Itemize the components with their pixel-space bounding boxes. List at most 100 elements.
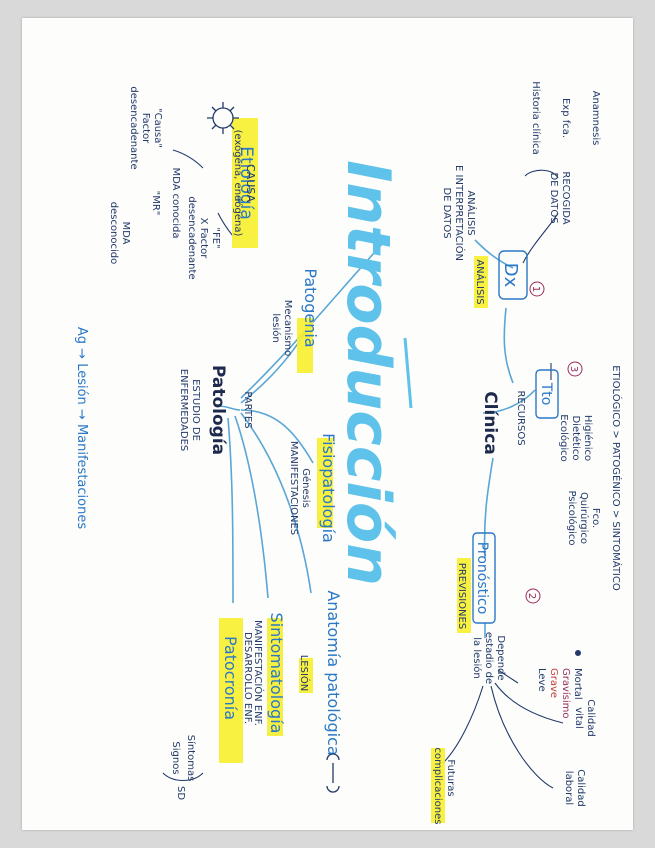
fe-right-1: "FE"	[210, 227, 221, 248]
highlights	[219, 118, 488, 823]
connector-depende-mortal	[497, 669, 519, 684]
connector-dx-recogida	[522, 212, 559, 264]
connector-partes-anatomia	[240, 412, 312, 594]
connector-causa-fe	[217, 212, 234, 237]
futuras-2: complicaciones	[432, 748, 443, 825]
tto-left-2: Dietético	[570, 415, 582, 460]
mda-4: desconocido	[108, 202, 119, 265]
depende-2: estadio de	[483, 632, 494, 684]
tto-sub: RECURSOS	[515, 390, 526, 445]
estadio-grave: Grave	[548, 668, 559, 698]
depende-1: Depende	[495, 635, 506, 680]
calidad-laboral-1: Calidad	[575, 769, 586, 807]
connector-depende-calidad2	[490, 685, 554, 789]
connector-partes-fisiopatologia	[240, 409, 314, 464]
analisis-1: ANÁLISIS	[465, 190, 478, 235]
estadio-leve: Leve	[536, 668, 547, 692]
dx-box	[498, 250, 528, 300]
tto-right-2: Quirúrgico	[578, 492, 590, 544]
etiologia-title: Etiología	[236, 146, 256, 220]
bone-icon	[326, 753, 340, 793]
mda-1: MDA conocida	[170, 168, 181, 239]
connector-recogida-bracket	[524, 169, 559, 179]
recogida-item-3: Historia clínica	[530, 81, 542, 155]
analisis-3: DE DATOS	[441, 187, 452, 238]
badge-tto-circle	[567, 361, 583, 377]
mda-3: MDA	[120, 222, 131, 245]
causa-line2: (exógena, endógena)	[232, 130, 244, 237]
badge-dx-circle	[529, 281, 545, 297]
patogenia-sub2: lesión	[270, 313, 282, 342]
connector-patologia-partes	[217, 405, 241, 411]
connector-partes-patocronia	[227, 417, 234, 604]
patologia-definition-2: ENFERMEDADES	[178, 369, 189, 452]
depende-3: la lesión	[471, 637, 483, 678]
number-badges	[525, 281, 583, 604]
connector-depende-futuras	[442, 685, 484, 764]
recogida-1: RECOGIDA	[560, 171, 571, 224]
highlight-analisis	[474, 256, 488, 308]
patologia-node: Patología	[208, 365, 228, 455]
patogenia-title: Patogenia	[301, 268, 320, 347]
patocronia-title: Patocronía	[221, 636, 240, 720]
connector-causa-left	[172, 149, 204, 169]
fe-right-3: desencadenante	[186, 196, 197, 279]
tto-right-1: Fco.	[590, 508, 601, 528]
connector-dx-analisis	[474, 239, 514, 269]
dx-title: Dx	[500, 263, 521, 288]
tto-left-1: Higiénico	[582, 415, 594, 461]
calidad-vital-2: vital	[573, 707, 584, 729]
patogenia-sub1: Mecanismo	[282, 300, 293, 357]
recogida-item-2: Exp fca.	[560, 98, 571, 138]
patocronia-sub: DESARROLLO ENF.	[242, 632, 253, 724]
causa-left-3: desencadenante	[128, 86, 139, 169]
page-title: Introducción	[333, 160, 403, 586]
causa-line1: CAUSA	[244, 164, 257, 202]
highlight-futuras	[431, 748, 445, 823]
clinica-node: Clínica	[480, 391, 500, 455]
estadio-gravisimo: Gravísimo	[560, 668, 572, 719]
highlight-patogenia	[297, 318, 313, 373]
dx-sub: ANÁLISIS	[474, 259, 487, 304]
connector-clinica-pronostico	[483, 457, 494, 559]
analisis-2: E INTERPRETACIÓN	[453, 165, 466, 261]
highlight-causa	[232, 118, 258, 248]
dx-num: 1	[530, 286, 541, 292]
recogida-item-1: Anamnesis	[590, 91, 601, 146]
title-underline	[403, 337, 413, 409]
calidad-vital-1: Calidad	[585, 699, 596, 737]
mda-2: "MR"	[150, 191, 161, 216]
fisio-sub2: MANIFESTACIONES	[288, 441, 299, 535]
patologia-definition-1: ESTUDIO DE	[190, 379, 201, 441]
highlight-patocronia	[219, 618, 243, 763]
tto-left-3: Ecológico	[558, 414, 570, 462]
partes-label: PARTES	[242, 391, 253, 428]
connector-clinica-tto	[482, 389, 536, 414]
tto-title: Tto	[538, 382, 554, 406]
mind-map: Introducción Patología Clínica ESTUDIO D…	[74, 81, 623, 825]
tto-order: ETIOLÓGICO > PATOGÉNICO > SINTOMÁTICO	[610, 365, 623, 591]
fisiopatologia-title: Fisiopatología	[319, 433, 338, 543]
pronostico-sub: PREVISIONES	[456, 563, 467, 629]
causa-left-2: Factor	[140, 113, 151, 144]
thin-connectors	[162, 149, 564, 789]
sintomas-label: Síntomas	[185, 735, 197, 782]
estadio-bullet	[575, 650, 581, 656]
highlight-fisio	[317, 438, 333, 528]
pronostico-box	[472, 532, 496, 624]
estadios: Mortal Gravísimo Grave Leve	[536, 650, 583, 719]
signos-label: Signos	[170, 741, 181, 774]
pronostico-num: 2	[526, 593, 537, 599]
badge-pronostico-circle	[525, 588, 541, 604]
paper-sheet: Introducción Patología Clínica ESTUDIO D…	[22, 18, 633, 830]
anatomia-title: Anatomía patológica	[324, 590, 343, 755]
causa-left-1: "Causa"	[152, 108, 163, 148]
tto-num: 3	[568, 366, 579, 372]
pronostico-title: Pronóstico	[474, 542, 490, 615]
anatomia-sub: LESIÓN	[298, 655, 311, 692]
connector-depende-calidad	[494, 682, 564, 724]
sintomatologia-sub: MANIFESTACIÓN ENF.	[252, 620, 265, 726]
connectors	[217, 239, 536, 638]
highlight-anatomia	[299, 658, 313, 693]
tto-right-3: Psicológico	[566, 490, 578, 545]
